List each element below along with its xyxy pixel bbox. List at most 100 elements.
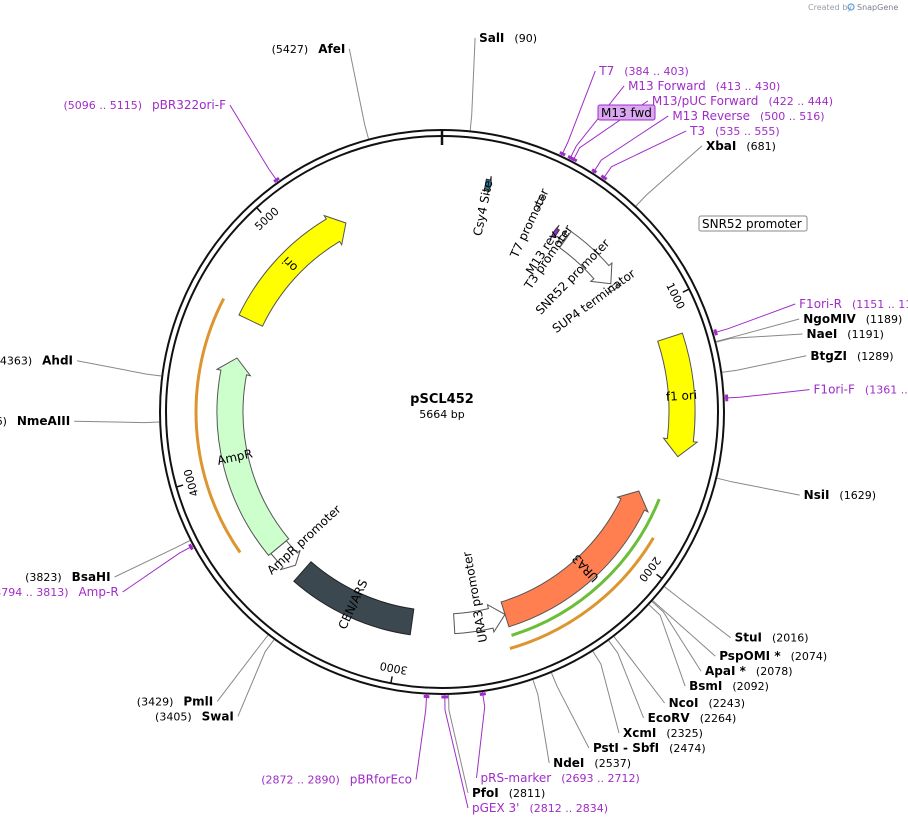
orf-track-ura3-orange bbox=[509, 537, 655, 650]
feature-t7-promoter bbox=[535, 194, 546, 211]
primer-range-amp-r: (3794 .. 3813) bbox=[0, 586, 68, 599]
site-label-bsahi: BsaHI bbox=[72, 570, 111, 584]
primer-label-pbrforeco: pBRforEco bbox=[350, 772, 412, 786]
site-position-ngomiv: (1189) bbox=[866, 313, 903, 326]
feature-label-csy4-site: Csy4 Site bbox=[471, 179, 496, 237]
primer-label-f1ori-r: F1ori-R bbox=[799, 297, 842, 311]
primer-range-pgex-3: (2812 .. 2834) bbox=[529, 802, 608, 815]
site-label-naei: NaeI bbox=[807, 327, 838, 341]
primer-mark-t7 bbox=[559, 151, 566, 157]
primer-mark-m13-reverse bbox=[591, 168, 598, 174]
site-leader-line bbox=[664, 586, 731, 639]
site-leader-line bbox=[348, 48, 369, 139]
plasmid-name: pSCL452 bbox=[410, 392, 474, 407]
primer-leader-line bbox=[602, 130, 687, 180]
primer-label-f1ori-f: F1ori-F bbox=[814, 383, 855, 397]
site-leader-line bbox=[652, 600, 716, 657]
site-label-xbai: XbaI bbox=[706, 139, 736, 153]
primer-leader-line bbox=[713, 303, 796, 334]
primer-leader-line bbox=[724, 389, 810, 399]
primer-range-t3: (535 .. 555) bbox=[715, 125, 780, 138]
primer-range-m13-forward: (413 .. 430) bbox=[716, 80, 781, 93]
site-label-nsii: NsiI bbox=[804, 488, 830, 502]
primer-label-m13-puc-forward: M13/pUC Forward bbox=[652, 94, 759, 108]
tick-mark bbox=[256, 207, 262, 214]
site-position-pfoi: (2811) bbox=[509, 787, 546, 800]
site-leader-line bbox=[651, 601, 702, 672]
credit-brand: SnapGene bbox=[857, 3, 898, 12]
site-label-nmeaiii: NmeAIII bbox=[17, 414, 70, 428]
site-label-afei: AfeI bbox=[318, 42, 345, 56]
site-leader-line bbox=[532, 679, 550, 764]
primer-mark-f1ori-r bbox=[713, 328, 718, 336]
primer-label-t3: T3 bbox=[689, 124, 705, 138]
primer-mark-t3 bbox=[600, 174, 608, 181]
leader-lines bbox=[74, 37, 810, 809]
orf-track-ura3-green bbox=[511, 498, 661, 637]
site-leader-line bbox=[608, 640, 645, 719]
site-leader-line bbox=[613, 636, 665, 704]
feature-ori bbox=[238, 214, 347, 327]
snr52-promoter-box bbox=[698, 215, 808, 232]
orf-track-ampr-orange bbox=[194, 297, 242, 554]
tick-mark bbox=[656, 573, 663, 580]
primer-label-m13-forward: M13 Forward bbox=[628, 79, 706, 93]
primer-range-pbrforeco: (2872 .. 2890) bbox=[261, 773, 340, 786]
site-position-sali: (90) bbox=[514, 32, 537, 45]
site-label-psti-sbfi: PstI - SbfI bbox=[593, 741, 659, 755]
site-leader-line bbox=[448, 694, 469, 794]
primer-label-prs-marker: pRS-marker bbox=[481, 771, 552, 785]
site-position-afei: (5427) bbox=[272, 43, 309, 56]
site-leader-line bbox=[722, 355, 807, 373]
primer-leader-line bbox=[229, 104, 279, 182]
site-position-ahdi: (4363) bbox=[0, 355, 32, 368]
credit-text: Created by bbox=[808, 3, 852, 12]
site-leader-line bbox=[648, 604, 686, 687]
feature-cen-ars bbox=[293, 561, 415, 636]
tick-label: 1000 bbox=[663, 281, 687, 312]
site-position-naei: (1191) bbox=[847, 328, 884, 341]
feature-t3-promoter bbox=[556, 229, 568, 245]
site-position-pmli: (3429) bbox=[137, 695, 174, 708]
feature-ura3-promoter bbox=[453, 603, 506, 635]
site-leader-line bbox=[216, 634, 269, 702]
site-leader-line bbox=[74, 420, 160, 424]
site-leader-line bbox=[237, 639, 275, 717]
site-label-stui: StuI bbox=[735, 631, 762, 645]
primer-leader-line bbox=[415, 694, 428, 780]
tick-mark bbox=[176, 484, 184, 488]
tick-label: 4000 bbox=[181, 468, 201, 498]
feature-ura3 bbox=[500, 490, 649, 628]
site-label-ndei: NdeI bbox=[553, 756, 584, 770]
site-leader-line bbox=[469, 37, 476, 131]
primer-labels: T7(384 .. 403)M13 Forward(413 .. 430)M13… bbox=[0, 64, 908, 815]
primer-mark-m13-puc-forward bbox=[569, 156, 578, 163]
site-position-stui: (2016) bbox=[772, 632, 809, 645]
site-label-pmli: PmlI bbox=[183, 694, 213, 708]
site-labels: SalI(90)XbaI(681)NgoMIV(1189)NaeI(1191)B… bbox=[0, 31, 902, 800]
site-position-apai: (2078) bbox=[756, 665, 793, 678]
site-label-apai: ApaI * bbox=[705, 664, 747, 678]
primer-leader-line bbox=[444, 694, 469, 809]
primer-range-prs-marker: (2693 .. 2712) bbox=[561, 772, 640, 785]
m13-fwd-box bbox=[597, 104, 656, 121]
primer-label-amp-r: Amp-R bbox=[78, 585, 118, 599]
site-position-ncoi: (2243) bbox=[709, 697, 746, 710]
snr52-promoter-box-label: SNR52 promoter bbox=[702, 217, 802, 231]
primer-marks bbox=[188, 151, 729, 699]
feature-snr52-promoter bbox=[558, 230, 613, 285]
site-position-nsii: (1629) bbox=[839, 489, 876, 502]
primer-mark-prs-marker bbox=[479, 692, 487, 696]
primer-range-f1ori-f: (1361 .. 1382) bbox=[865, 384, 908, 397]
feature-f1-ori bbox=[657, 332, 699, 458]
site-label-ngomiv: NgoMIV bbox=[803, 312, 856, 326]
site-label-swai: SwaI bbox=[202, 709, 234, 723]
site-leader-line bbox=[716, 333, 803, 343]
primer-mark-pbr322ori-f bbox=[273, 176, 280, 183]
feature-csy4-site bbox=[484, 175, 492, 194]
primer-label-pgex-3: pGEX 3' bbox=[472, 801, 519, 815]
site-label-sali: SalI bbox=[479, 31, 504, 45]
site-position-bsmi: (2092) bbox=[732, 680, 769, 693]
site-label-pspomi: PspOMI * bbox=[719, 649, 781, 663]
primer-range-t7: (384 .. 403) bbox=[624, 65, 689, 78]
